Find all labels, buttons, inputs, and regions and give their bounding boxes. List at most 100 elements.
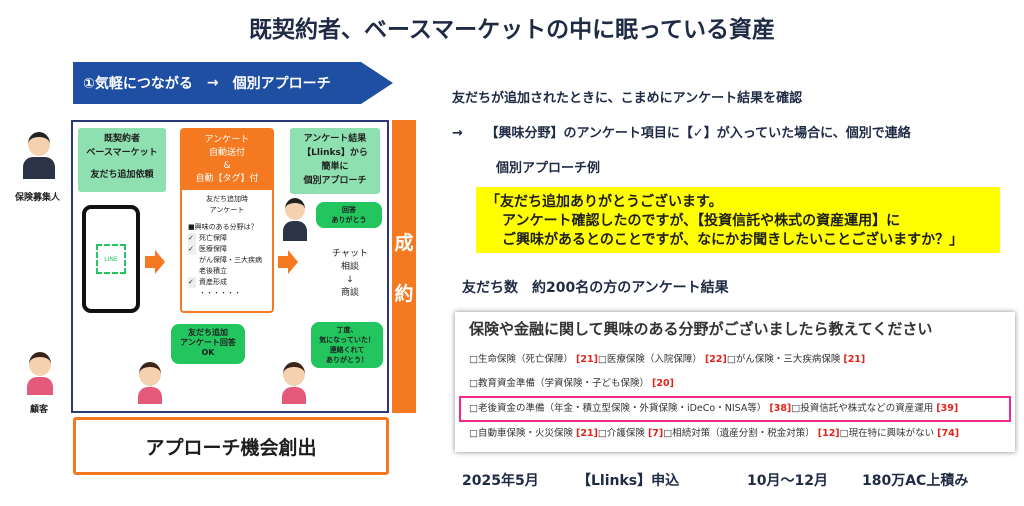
text: チャット (332, 249, 368, 259)
text: 自動【タグ】付 (195, 174, 259, 184)
option-count: [39] (936, 403, 959, 414)
text: 回答 (342, 206, 356, 214)
arrow-icon: → (452, 126, 463, 141)
survey-question: 保険や金融に関して興味のある分野がございましたら教えてください (469, 320, 933, 338)
text: アンケート回答 (180, 338, 236, 347)
customer-avatar-icon (25, 352, 55, 397)
banner-target: 個別アプローチ (232, 76, 331, 92)
agent-avatar-icon (283, 198, 307, 244)
text: 友だち追加時 (206, 195, 248, 203)
option-count: [21] (576, 354, 598, 365)
checkbox: ✓ (188, 244, 196, 255)
arrow-right-icon (278, 250, 298, 274)
text: 「友だち追加ありがとうございます。 (486, 194, 723, 210)
survey-item: ✓資産形成 (188, 277, 266, 288)
footer-date: 2025年5月 (462, 473, 539, 489)
option-label: □がん保険・三大疾病保険 (726, 354, 841, 365)
example-message: 「友だち追加ありがとうございます。 アンケート確認したのですが、【投資信託や株式… (476, 187, 1000, 253)
survey-item: ・・・・・・ (188, 288, 266, 299)
option-label: □介護保険 (597, 428, 645, 439)
option-label: □医療保険（入院保障） (597, 354, 702, 365)
option-count: [21] (843, 354, 866, 365)
option-label: □老後資金の準備（年金・積立型保険・外貨保険・iDeCo・NISA等） (469, 403, 767, 414)
text: ベースマーケット (86, 148, 158, 158)
instruction-line-2: → 【興味分野】のアンケート項目に【✓】が入っていた場合に、個別で連絡 (452, 122, 911, 141)
text: & (223, 161, 231, 171)
box-base-market: 既契約者 ベースマーケット 友だち追加依頼 (78, 128, 166, 192)
slide-title: 既契約者、ベースマーケットの中に眠っている資産 (248, 17, 775, 43)
text: 丁度、 (336, 326, 358, 334)
flow-diagram (71, 120, 389, 413)
option-label: □相続対策（遺産分割・税金対策） (663, 428, 815, 439)
customer-speech-bubble: 丁度、 気になっていた！ 連絡くれて ありがとう！ (311, 322, 383, 368)
survey-item: 老後積立 (188, 266, 266, 277)
arrow-icon: → (206, 75, 219, 91)
text: ↓ (346, 275, 354, 285)
footer-result: 180万AC上積み (862, 473, 969, 489)
text: ・・・・・・ (199, 289, 241, 297)
option-label: □投資信託や株式などの資産運用 (791, 403, 934, 414)
phone-icon: LINE (82, 205, 140, 313)
option-count: [38] (769, 403, 792, 414)
text: 連絡くれて (329, 346, 365, 354)
text: アンケート (209, 206, 245, 214)
survey-row: □教育資金準備（学資保険・子ども保険） [20] (469, 372, 1001, 396)
checkbox: ✓ (188, 233, 196, 244)
text: 老後積立 (199, 267, 227, 275)
survey-results: 保険や金融に関して興味のある分野がございましたら教えてください □生命保険（死亡… (455, 312, 1015, 452)
survey-box: アンケート 自動送付 & 自動【タグ】付 友だち追加時 アンケート ■興味のある… (180, 128, 274, 313)
text: がん保障・三大疾病 (199, 256, 262, 264)
instruction-line-1: 友だちが追加されたときに、こまめにアンケート結果を確認 (452, 91, 803, 106)
box-individual-approach: アンケート結果 【Llinks】から 簡単に 個別アプローチ (290, 128, 380, 194)
option-label: □教育資金準備（学資保険・子ども保険） (469, 378, 649, 389)
text: アンケート確認したのですが、【投資信託や株式の資産運用】に (502, 213, 901, 229)
text: 友だち追加依頼 (90, 170, 154, 180)
survey-row: □生命保険（死亡保障） [21]□医療保険（入院保障） [22]□がん保険・三大… (469, 348, 1001, 372)
text: ご興味があるとのことですが、なにかお聞きしたいことございますか？」 (502, 232, 964, 248)
agent-speech-bubble: 回答 ありがとう (316, 202, 382, 228)
option-label: □自動車保険・火災保険 (469, 428, 573, 439)
chat-flow: チャット 相談 ↓ 商談 (322, 248, 378, 300)
agent-label: 保険募集人 (15, 193, 61, 203)
text: 医療保障 (199, 245, 227, 253)
highlighted-survey-row: □老後資金の準備（年金・積立型保険・外貨保険・iDeCo・NISA等） [38]… (459, 396, 1011, 422)
checkbox: ✓ (188, 277, 196, 288)
customer-speech-bubble: 友だち追加 アンケート回答 OK (171, 324, 245, 364)
approach-opportunity-box: アプローチ機会創出 (73, 417, 389, 475)
example-title: 個別アプローチ例 (496, 161, 601, 176)
text: 既契約者 (103, 134, 140, 144)
survey-row: □自動車保険・火災保険 [21]□介護保険 [7]□相続対策（遺産分割・税金対策… (469, 422, 1001, 446)
text: 死亡保障 (199, 234, 227, 242)
footer-apply: 【Llinks】申込 (577, 473, 680, 489)
survey-item: ✓医療保障 (188, 244, 266, 255)
text: 簡単に (321, 162, 349, 172)
text: アンケート結果 (303, 134, 367, 144)
text: 友だち追加 (188, 328, 228, 337)
survey-item: がん保障・三大疾病 (188, 255, 266, 266)
friends-count: 友だち数 約200名の方のアンケート結果 (462, 280, 729, 296)
contract-bar: 成 約 (392, 120, 416, 413)
survey-question: ■興味のある分野は？ (188, 223, 258, 231)
option-label: □生命保険（死亡保障） (469, 354, 573, 365)
option-count: [21] (576, 428, 598, 439)
text: 個別アプローチ (303, 176, 367, 186)
survey-item: ✓死亡保障 (188, 233, 266, 244)
text: 約 (394, 282, 414, 305)
step-banner: ①気軽につながる → 個別アプローチ (73, 62, 393, 104)
option-count: [22] (704, 354, 727, 365)
text (78, 160, 166, 168)
footer-period: 10月〜12月 (747, 473, 828, 489)
option-count: [12] (817, 428, 840, 439)
text: ありがとう (331, 216, 367, 224)
arrow-right-icon (145, 250, 165, 274)
option-count: [20] (652, 378, 674, 389)
banner-step: ①気軽につながる (83, 76, 193, 92)
text: OK (201, 348, 215, 357)
agent-avatar-icon (22, 132, 56, 180)
customer-label: 顧客 (30, 405, 49, 415)
text: 自動送付 (208, 148, 245, 158)
customer-avatar-icon (136, 362, 164, 406)
text: 資産形成 (199, 278, 227, 286)
text: 【Llinks】から (302, 148, 368, 158)
option-count: [74] (937, 428, 960, 439)
